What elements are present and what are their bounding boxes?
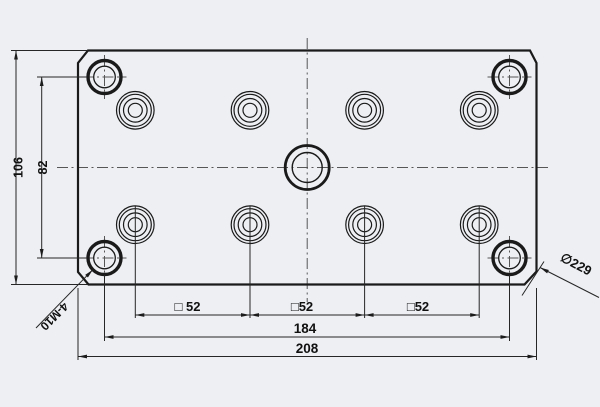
crosshair-bottom-right-hole — [487, 236, 532, 280]
counterbore-hole — [115, 90, 155, 130]
counterbore-hole — [230, 90, 270, 130]
corner-hole-bottom-left — [86, 239, 123, 277]
counterbore-hole — [345, 90, 385, 130]
pitch-center-label: □52 — [291, 299, 313, 314]
pitch-right-label: □52 — [407, 299, 429, 314]
hole-counterbore-ring — [86, 239, 123, 277]
corner-hole-top-left — [86, 58, 123, 96]
corner-hole-top-right — [491, 58, 528, 96]
hole-thread-ring — [93, 65, 116, 89]
overall-height-label: 106 — [12, 157, 26, 178]
crosshair-bottom-left-hole — [82, 236, 127, 280]
hole-span-width-label: 184 — [294, 321, 317, 336]
dimension-hole-span-height: 82 — [36, 76, 86, 259]
hole-counterbore-ring — [491, 58, 528, 96]
center-hole-inner-ring — [291, 151, 323, 184]
dimension-hole-pitches: □ 52 □52 □52 — [134, 206, 480, 318]
center-hole-outer-ring — [283, 144, 331, 191]
crosshair-top-right-hole — [487, 55, 532, 99]
hole-thread-ring — [93, 246, 116, 270]
dimension-overall-height: 106 — [11, 50, 88, 285]
hole-thread-ring — [498, 246, 521, 270]
overall-width-label: 208 — [296, 341, 319, 356]
pitch-left-label: □ 52 — [175, 299, 201, 314]
hole-counterbore-ring — [86, 58, 123, 96]
center-hole — [283, 144, 331, 191]
hole-span-height-label: 82 — [36, 161, 50, 175]
corner-hole-bottom-right — [491, 239, 528, 277]
hole-counterbore-ring — [491, 239, 528, 277]
hole-thread-ring — [498, 65, 521, 89]
crosshair-top-left-hole — [82, 55, 127, 99]
centerlines — [57, 38, 549, 302]
dimension-overall-width: 208 — [77, 288, 537, 360]
counterbore-hole — [459, 90, 499, 130]
plate-outline — [76, 49, 538, 286]
dimension-hole-span-width: 184 — [104, 275, 510, 341]
